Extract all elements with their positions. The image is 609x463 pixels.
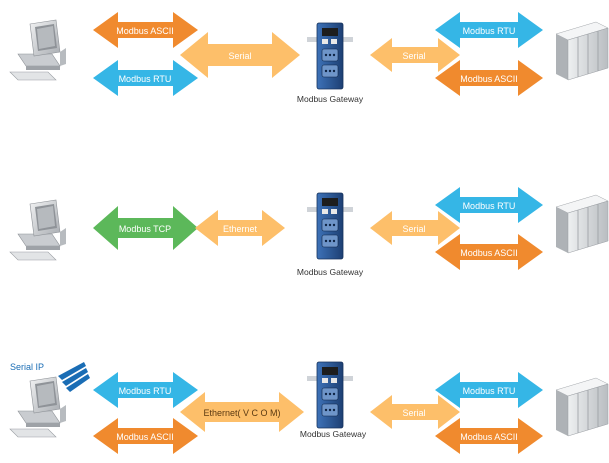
arrow-ethernet-link [195,210,285,246]
plc-icon [555,21,609,81]
gateway-caption: Modbus Gateway [300,429,367,439]
gateway-caption: Modbus Gateway [297,94,364,104]
arrow-serial-right [370,211,460,245]
arrow-modbus-rtu-left [93,372,198,408]
arrow-modbus-ascii-right [435,234,543,270]
gateway-icon [306,192,354,260]
label-modbus-ascii-right: Modbus ASCII [460,248,518,258]
computer-icon [9,376,67,438]
arrow-modbus-tcp [93,206,198,250]
arrow-modbus-ascii-left [93,418,198,454]
label-serial-right: Serial [402,408,425,418]
arrow-serial-right [370,395,460,429]
gateway-icon [306,22,354,90]
arrow-serial-right [370,38,460,72]
label-serial-ip: Serial IP [10,362,44,372]
arrow-modbus-ascii-right [435,60,543,96]
arrow-modbus-rtu-right [435,12,543,48]
arrow-modbus-rtu-right [435,187,543,223]
arrow-ethernet-vcom [180,392,304,432]
label-modbus-rtu-right: Modbus RTU [463,386,516,396]
arrow-modbus-rtu-right [435,372,543,408]
plc-icon [555,377,609,437]
row-2: Modbus TCP Ethernet Modbus Gateway Seria… [9,187,609,277]
label-modbus-rtu-right: Modbus RTU [463,26,516,36]
label-modbus-ascii: Modbus ASCII [116,26,174,36]
label-modbus-ascii-right: Modbus ASCII [460,432,518,442]
label-modbus-tcp: Modbus TCP [119,224,171,234]
label-ethernet-vcom: Ethernet( V C O M) [203,408,280,418]
gateway-icon [306,361,354,429]
row-3: Serial IP Modbus RTU Modbus ASCII Ethern… [9,361,609,454]
arrow-modbus-ascii-right [435,418,543,454]
arrow-modbus-ascii-left [93,12,198,48]
label-serial: Serial [228,51,251,61]
label-modbus-rtu: Modbus RTU [119,74,172,84]
computer-icon [9,199,67,261]
row-1: Modbus ASCII Modbus RTU Serial Modbus Ga… [9,12,609,104]
computer-icon [9,19,67,81]
label-ethernet: Ethernet [223,224,258,234]
label-serial-right: Serial [402,224,425,234]
plc-icon [555,194,609,254]
arrow-serial-link [180,32,300,78]
label-serial-right: Serial [402,51,425,61]
label-modbus-rtu-right: Modbus RTU [463,201,516,211]
label-modbus-ascii: Modbus ASCII [116,432,174,442]
arrow-modbus-rtu-left [93,60,198,96]
label-modbus-ascii-right: Modbus ASCII [460,74,518,84]
label-modbus-rtu: Modbus RTU [119,386,172,396]
gateway-caption: Modbus Gateway [297,267,364,277]
signal-icon [58,362,90,392]
